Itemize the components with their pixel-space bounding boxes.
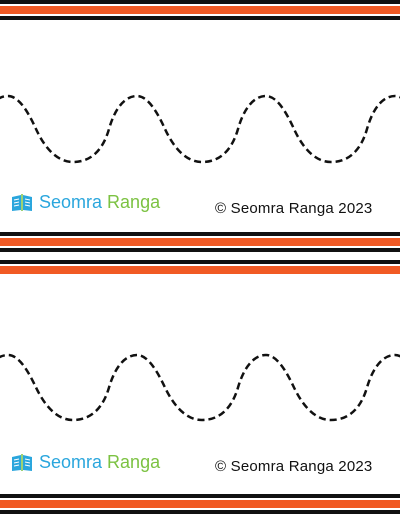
brand-word-1: Seomra: [39, 192, 103, 212]
bottom-border: [0, 490, 400, 516]
border-stripes: [0, 0, 400, 20]
tracing-card-2: Seomra Ranga © Seomra Ranga 2023: [0, 278, 400, 490]
brand-word-1: Seomra: [39, 452, 103, 472]
tracing-card-1: Seomra Ranga © Seomra Ranga 2023: [0, 22, 400, 230]
brand-word-2: Ranga: [107, 192, 161, 212]
top-border: [0, 0, 400, 24]
copyright-text: © Seomra Ranga 2023: [215, 458, 373, 475]
brand-logo: Seomra Ranga: [11, 452, 160, 473]
brand-logo: Seomra Ranga: [11, 192, 160, 213]
brand-word-2: Ranga: [107, 452, 161, 472]
tracing-wave-path: [0, 353, 400, 422]
border-stripes: [0, 494, 400, 514]
open-book-icon: [12, 193, 32, 211]
border-stripes: [0, 232, 400, 274]
middle-border: [0, 230, 400, 278]
open-book-icon: [12, 453, 32, 471]
copyright-text: © Seomra Ranga 2023: [215, 200, 373, 217]
